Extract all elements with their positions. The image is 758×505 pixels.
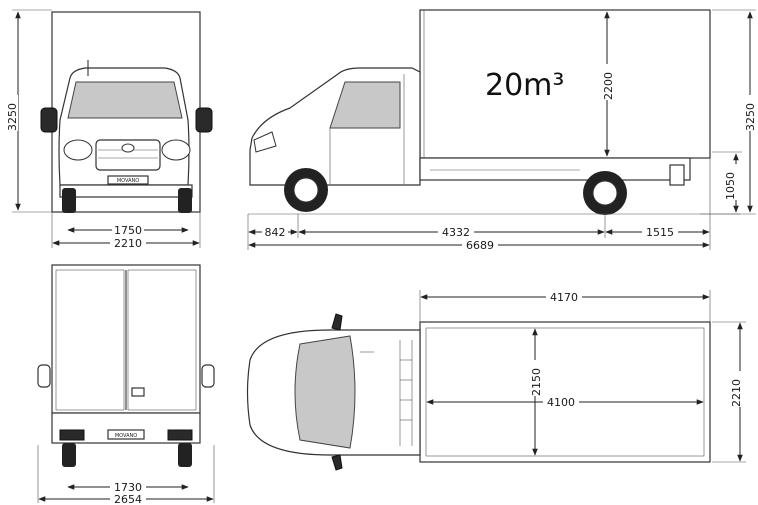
side-overall-height-label: 3250 xyxy=(744,103,757,131)
front-badge-text: MOVANO xyxy=(117,178,139,184)
rear-track-label: 1730 xyxy=(114,481,142,494)
side-wheelbase-label: 4332 xyxy=(442,226,470,239)
rear-mirror-left xyxy=(37,364,51,388)
side-overall-length-label: 6689 xyxy=(466,239,494,252)
rear-view: MOVANO 1730 2654 xyxy=(37,264,215,505)
rear-badge-text: MOVANO xyxy=(115,433,137,439)
volume-label: 20m³ xyxy=(485,68,564,103)
rear-wheel-right xyxy=(178,443,192,467)
side-body-height-label: 2200 xyxy=(602,72,615,100)
side-front-overhang-label: 842 xyxy=(265,226,286,239)
side-rear-overhang-label: 1515 xyxy=(646,226,674,239)
side-cargo-box xyxy=(419,9,711,159)
top-cargo-width-label: 2150 xyxy=(530,368,543,396)
front-windshield xyxy=(67,81,183,119)
top-cargo-box xyxy=(419,321,711,463)
front-headlight-right xyxy=(161,139,191,161)
rear-mirror-right xyxy=(201,364,215,388)
rear-width-label: 2654 xyxy=(114,493,142,505)
front-headlight-left xyxy=(63,139,93,161)
top-view: 4170 2150 4100 2210 xyxy=(246,290,746,471)
side-floor-height-label: 1050 xyxy=(724,172,737,200)
rear-wheel-left xyxy=(62,443,76,467)
front-mirror-left xyxy=(40,107,58,133)
front-view: MOVANO 3250 1750 2210 xyxy=(6,9,213,250)
top-body-length-label: 4170 xyxy=(550,291,578,304)
top-cargo-length-label: 4100 xyxy=(547,396,575,409)
top-body-width-label: 2210 xyxy=(730,379,743,407)
front-height-label: 3250 xyxy=(6,103,19,131)
top-windshield xyxy=(294,335,356,449)
front-wheel-right xyxy=(178,188,192,213)
front-mirror-right xyxy=(195,107,213,133)
side-cab-window xyxy=(329,81,401,129)
side-view: 20m³ 2200 3250 1050 xyxy=(247,9,757,252)
front-wheel-left xyxy=(62,188,76,213)
front-width-label: 2210 xyxy=(114,237,142,250)
front-grille xyxy=(95,139,161,171)
front-track-label: 1750 xyxy=(114,224,142,237)
